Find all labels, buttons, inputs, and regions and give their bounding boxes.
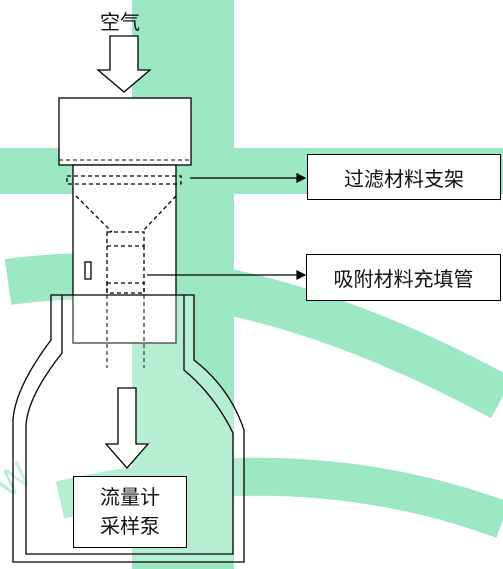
- pump-label-line1: 流量计: [100, 485, 160, 509]
- inner-holder: [66, 164, 182, 368]
- outlet-arrow: [104, 387, 150, 469]
- air-inlet-arrow: [96, 35, 152, 93]
- pump-label-line2: 采样泵: [100, 514, 160, 538]
- filter-support-label: 过滤材料支架: [307, 154, 501, 200]
- adsorbent-tube-label: 吸附材料充填管: [306, 254, 501, 301]
- leader-lines: [147, 173, 307, 280]
- flowmeter-pump-box: 流量计 采样泵: [73, 476, 187, 548]
- filter-cap: [58, 97, 192, 166]
- air-label: 空气: [100, 10, 140, 34]
